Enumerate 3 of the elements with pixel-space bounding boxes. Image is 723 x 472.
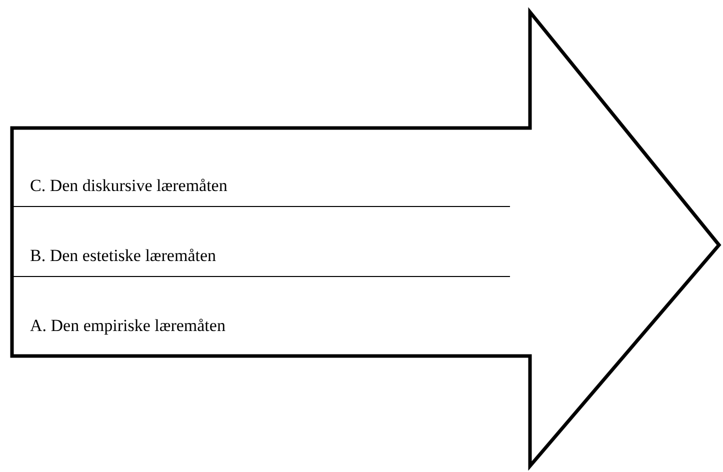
band-label: C. Den diskursive læremåten: [30, 176, 228, 196]
band-label: B. Den estetiske læremåten: [30, 246, 216, 266]
band-label: A. Den empiriske læremåten: [30, 316, 226, 336]
